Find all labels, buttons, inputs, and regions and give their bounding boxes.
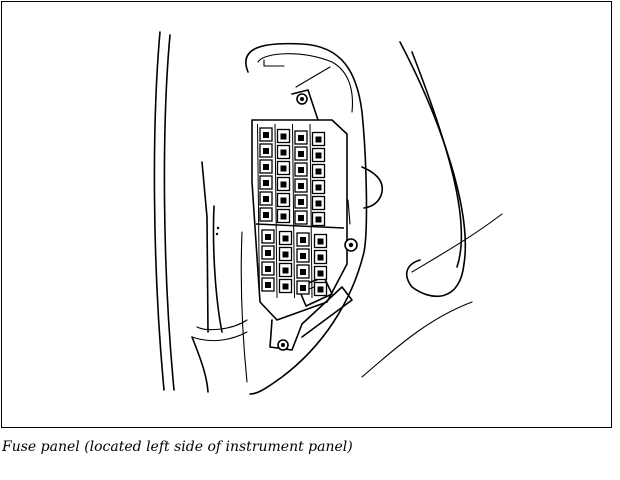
fuse-panel [251, 89, 358, 351]
fuse-blade-icon [315, 136, 322, 143]
fuse-column-divider [292, 123, 295, 299]
fuse-blade-icon [300, 237, 306, 243]
fuse-column-divider [257, 123, 260, 299]
fuse-column-divider [309, 123, 313, 299]
fuse-blade-icon [265, 234, 271, 240]
fuse-blade-icon [282, 251, 289, 258]
fuse-blade-icon [280, 181, 287, 188]
fuse-blade-icon [315, 168, 322, 175]
left-door-pillar [153, 31, 248, 393]
fuse-blade-icon [317, 238, 324, 245]
fuse-block-separator [255, 223, 345, 229]
fuse-blade-icon [282, 235, 289, 242]
fuse-blade-icon [298, 167, 304, 173]
figure-caption: Fuse panel (located left side of instrum… [2, 439, 353, 455]
fuse-blade-icon [300, 253, 306, 259]
fuse-blade-icon [298, 183, 304, 189]
fuse-blade-icon [263, 132, 269, 138]
fuse-blade-icon [280, 133, 287, 140]
fuse-blade-icon [282, 283, 289, 290]
fuse-blade-icon [315, 184, 322, 191]
fuse-blade-icon [263, 196, 269, 202]
fuse-blade-icon [280, 149, 287, 156]
fuse-blade-icon [317, 254, 324, 261]
right-door-pillar [361, 41, 503, 378]
fuse-blade-icon [265, 266, 271, 272]
fuse-blade-icon [298, 199, 304, 205]
fuse-blade-icon [317, 286, 324, 293]
fuse-blade-icon [315, 216, 322, 223]
fuse-blade-icon [298, 215, 304, 221]
fuse-blade-icon [265, 282, 271, 288]
fuse-blade-icon [300, 285, 306, 291]
fuse-panel-illustration [153, 31, 503, 395]
fuse-blade-icon [282, 267, 289, 274]
fuse-blade-icon [263, 180, 269, 186]
fuse-grid [255, 123, 345, 299]
fuse-blade-icon [315, 152, 322, 159]
fuse-blade-icon [298, 135, 304, 141]
fuse-blade-icon [280, 213, 287, 220]
fuse-blade-icon [263, 148, 269, 154]
fuse-blade-icon [263, 164, 269, 170]
fuse-blade-icon [300, 269, 306, 275]
fuse-blade-icon [317, 270, 324, 277]
fuse-blade-icon [263, 212, 269, 218]
figure-frame [1, 1, 612, 428]
fuse-blade-icon [280, 165, 287, 172]
fuse-column-divider [274, 123, 278, 299]
fuse-blade-icon [280, 197, 287, 204]
panel-opening [245, 42, 384, 395]
fuse-blade-icon [265, 250, 271, 256]
fuse-blade-icon [298, 151, 304, 157]
fuse-blade-icon [315, 200, 322, 207]
